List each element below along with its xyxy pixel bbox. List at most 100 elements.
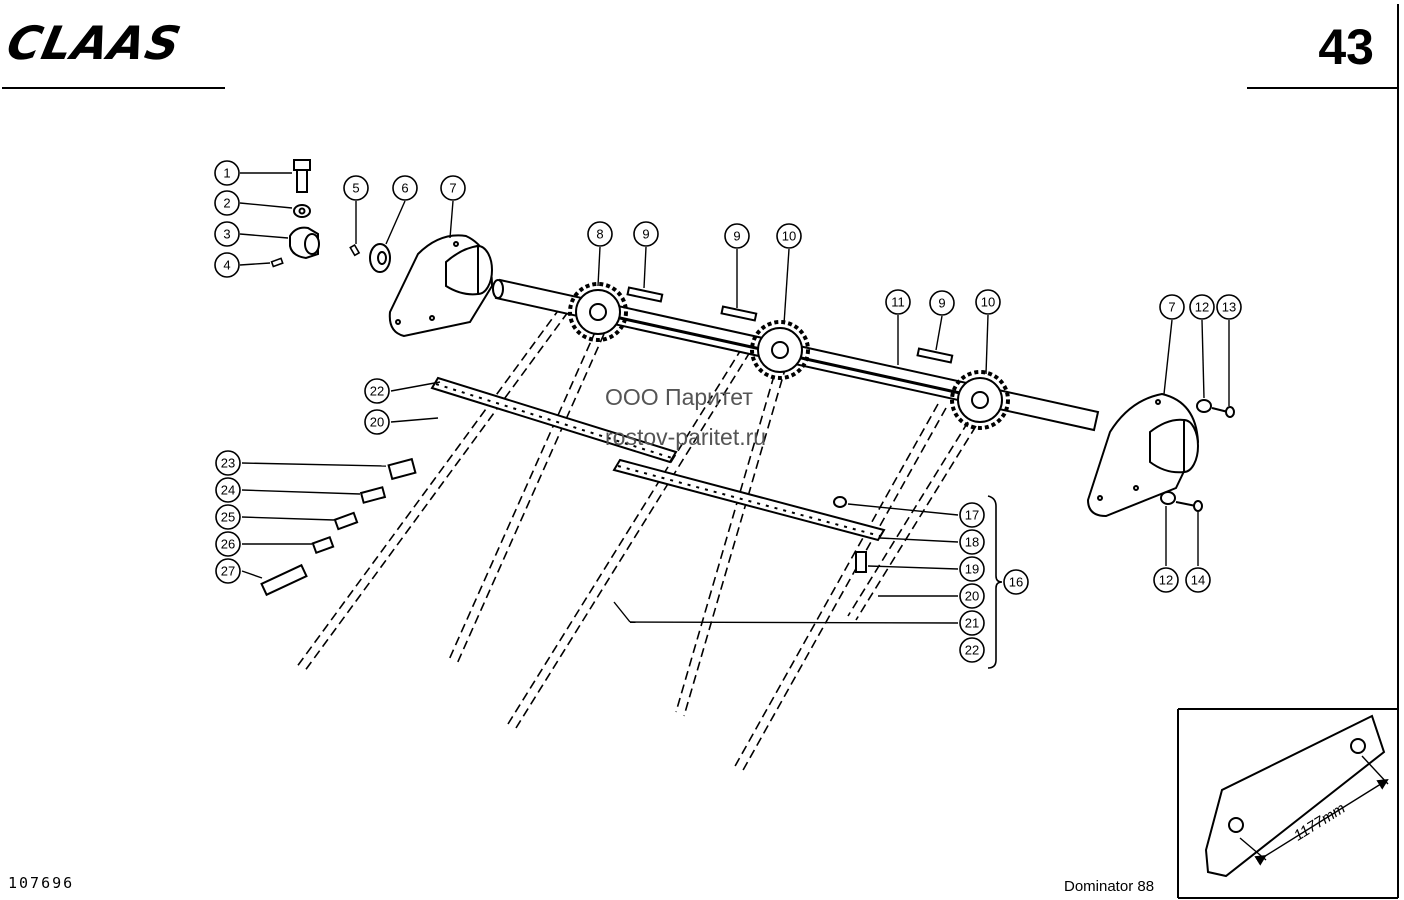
callout-12-top[interactable] bbox=[1189, 294, 1215, 320]
callout-6[interactable] bbox=[392, 175, 418, 201]
document-number: 107696 bbox=[8, 874, 75, 892]
slat-rail-left bbox=[430, 376, 678, 464]
callout-9-left[interactable] bbox=[633, 221, 659, 247]
callout-label: 17 bbox=[965, 508, 979, 523]
sprocket-10-right bbox=[950, 370, 1010, 430]
callout-27[interactable] bbox=[215, 558, 241, 584]
callout-label: 12 bbox=[1195, 300, 1209, 315]
inset-slat-detail bbox=[1204, 714, 1389, 878]
callout-20-bottom[interactable] bbox=[959, 583, 985, 609]
nut-2 bbox=[293, 204, 311, 218]
callout-label: 16 bbox=[1009, 575, 1023, 590]
connector-23 bbox=[387, 457, 417, 481]
callout-10-center[interactable] bbox=[776, 223, 802, 249]
group-bracket-16 bbox=[987, 495, 1003, 669]
callout-label: 10 bbox=[782, 229, 796, 244]
connector-24 bbox=[359, 486, 387, 504]
callout-13[interactable] bbox=[1216, 294, 1242, 320]
pin-5 bbox=[349, 243, 361, 257]
bolt-13 bbox=[1211, 406, 1235, 418]
collar-3 bbox=[289, 226, 320, 260]
callout-8[interactable] bbox=[587, 221, 613, 247]
model-name: Dominator 88 bbox=[1064, 878, 1155, 895]
callout-label: 8 bbox=[596, 227, 603, 242]
callout-11[interactable] bbox=[885, 289, 911, 315]
callout-label: 27 bbox=[221, 564, 235, 579]
shaft-keys bbox=[626, 286, 954, 364]
callout-label: 12 bbox=[1159, 573, 1173, 588]
callout-12-bottom[interactable] bbox=[1153, 567, 1179, 593]
callout-23[interactable] bbox=[215, 450, 241, 476]
callout-14[interactable] bbox=[1185, 567, 1211, 593]
connector-27 bbox=[260, 563, 308, 597]
sprocket-8 bbox=[568, 282, 628, 342]
callout-5[interactable] bbox=[343, 175, 369, 201]
conveyor-chains bbox=[295, 307, 977, 773]
callout-1[interactable] bbox=[214, 160, 240, 186]
callout-label: 5 bbox=[352, 181, 359, 196]
callout-22-top[interactable] bbox=[364, 378, 390, 404]
connector-26 bbox=[311, 535, 335, 555]
callout-10-right[interactable] bbox=[975, 289, 1001, 315]
callout-label: 26 bbox=[221, 537, 235, 552]
connector-25 bbox=[333, 511, 359, 531]
bearing-6 bbox=[369, 243, 391, 273]
callout-label: 24 bbox=[221, 483, 235, 498]
callout-label: 22 bbox=[370, 384, 384, 399]
callout-label: 2 bbox=[223, 196, 230, 211]
watermark-company: ООО Паритет bbox=[605, 384, 753, 410]
callout-2[interactable] bbox=[214, 190, 240, 216]
callout-3[interactable] bbox=[214, 221, 240, 247]
bearing-flange-left bbox=[388, 234, 494, 338]
callout-22-bottom[interactable] bbox=[959, 637, 985, 663]
callout-20-top[interactable] bbox=[364, 409, 390, 435]
callout-18[interactable] bbox=[959, 529, 985, 555]
grub-screw-4 bbox=[270, 257, 284, 268]
callout-label: 1 bbox=[223, 166, 230, 181]
callout-label: 20 bbox=[370, 415, 384, 430]
leader-lines bbox=[239, 172, 1230, 624]
callout-25[interactable] bbox=[215, 504, 241, 530]
callout-label: 14 bbox=[1191, 573, 1205, 588]
callout-17[interactable] bbox=[959, 502, 985, 528]
callout-16[interactable] bbox=[1003, 569, 1029, 595]
callout-26[interactable] bbox=[215, 531, 241, 557]
callout-label: 11 bbox=[891, 295, 905, 310]
callout-label: 18 bbox=[965, 535, 979, 550]
callout-label: 9 bbox=[733, 229, 740, 244]
callout-label: 25 bbox=[221, 510, 235, 525]
callout-label: 13 bbox=[1222, 300, 1236, 315]
page-number: 43 bbox=[1318, 19, 1374, 75]
washer-12-top bbox=[1196, 399, 1212, 413]
callout-9-right[interactable] bbox=[929, 290, 955, 316]
sprocket-10-center bbox=[750, 320, 810, 380]
callout-label: 19 bbox=[965, 562, 979, 577]
callout-label: 3 bbox=[223, 227, 230, 242]
callout-label: 6 bbox=[401, 181, 408, 196]
callout-label: 4 bbox=[223, 258, 230, 273]
washer-12-bottom bbox=[1160, 491, 1176, 505]
watermark-url: rostov-paritet.ru bbox=[605, 424, 767, 450]
callout-label: 22 bbox=[965, 643, 979, 658]
bolt-1 bbox=[293, 159, 311, 193]
callout-label: 23 bbox=[221, 456, 235, 471]
callout-21[interactable] bbox=[959, 610, 985, 636]
callout-label: 7 bbox=[449, 181, 456, 196]
screw-19 bbox=[855, 551, 867, 573]
callout-label: 9 bbox=[642, 227, 649, 242]
callout-19[interactable] bbox=[959, 556, 985, 582]
slat-rail-right bbox=[612, 458, 886, 542]
callout-label: 7 bbox=[1168, 300, 1175, 315]
callout-label: 20 bbox=[965, 589, 979, 604]
callout-label: 9 bbox=[938, 296, 945, 311]
bolt-14 bbox=[1175, 500, 1203, 512]
callout-label: 21 bbox=[965, 616, 979, 631]
callout-9-center[interactable] bbox=[724, 223, 750, 249]
callout-7-right[interactable] bbox=[1159, 294, 1185, 320]
callout-4[interactable] bbox=[214, 252, 240, 278]
callout-7-left[interactable] bbox=[440, 175, 466, 201]
callout-24[interactable] bbox=[215, 477, 241, 503]
nut-17 bbox=[833, 496, 847, 508]
